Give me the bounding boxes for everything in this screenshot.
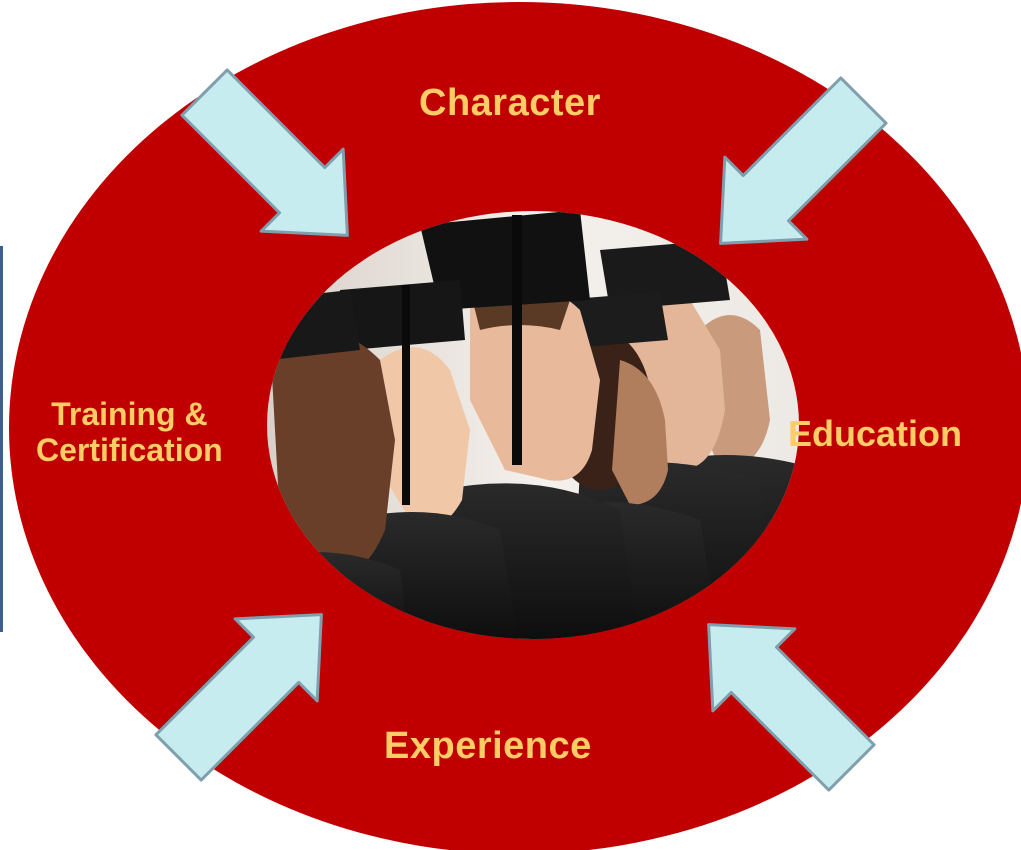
arrow-bottom-left: [154, 613, 323, 782]
left-accent-line: [0, 246, 3, 632]
label-character: Character: [419, 82, 601, 124]
label-education: Education: [788, 413, 963, 454]
arrow-top-left: [180, 68, 349, 237]
label-training-certification: Training & Certification: [36, 396, 223, 468]
graduate-1: [330, 280, 520, 639]
arrow-bottom-right: [707, 623, 876, 792]
arrow-top-right: [719, 76, 888, 245]
graduates-photo: [267, 211, 799, 639]
label-experience: Experience: [384, 725, 592, 767]
